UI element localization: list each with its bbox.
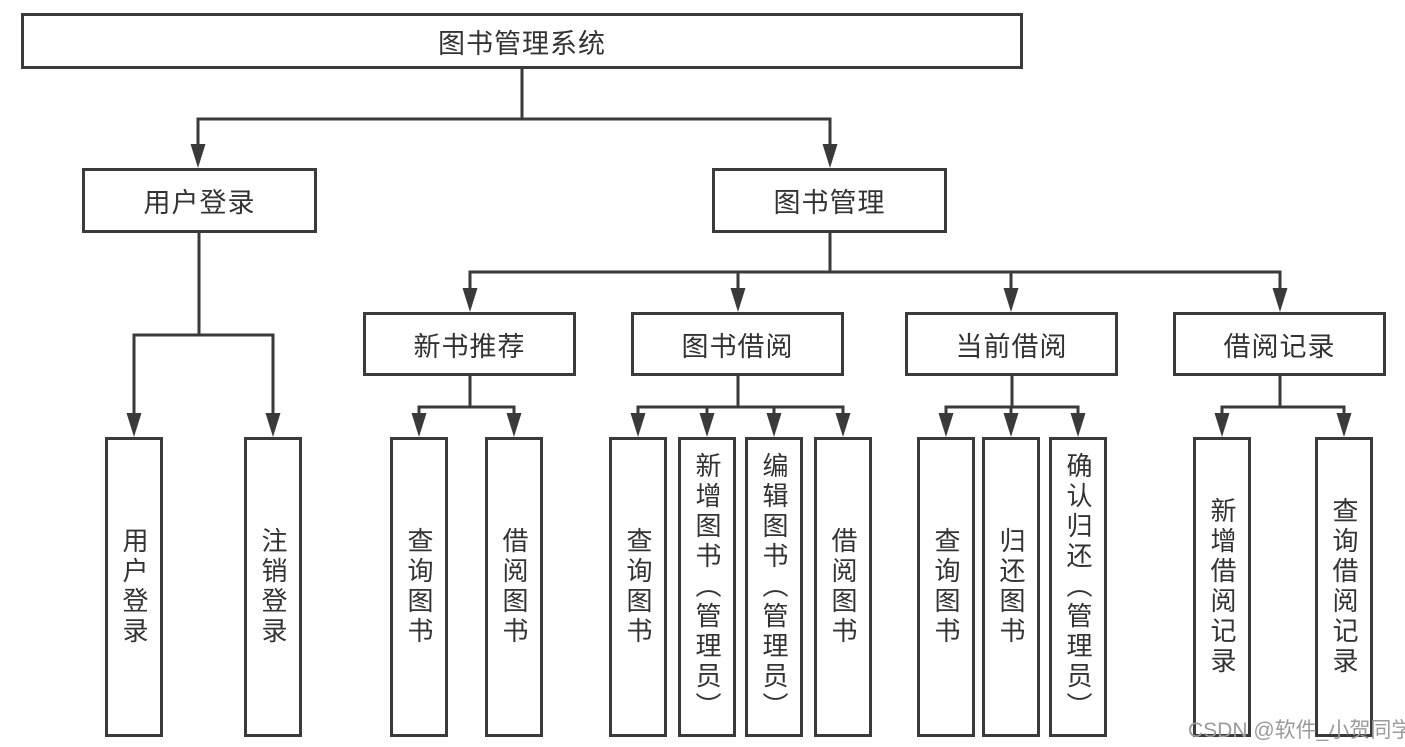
node-label: 新增借阅记录 (1207, 497, 1237, 677)
node-label: 图书借阅 (681, 331, 794, 362)
node-confirm-return-admin: 确认归还（管理员） (1049, 437, 1107, 737)
node-current-borrow: 当前借阅 (905, 312, 1118, 376)
node-label: 图书管理 (773, 188, 886, 218)
node-label: 查询图书 (931, 527, 961, 647)
node-add-book-admin: 新增图书（管理员） (678, 437, 736, 737)
node-label: 新增图书（管理员） (692, 452, 722, 722)
node-borrow-book-under-borrow: 借阅图书 (814, 437, 872, 737)
node-label: 借阅记录 (1223, 331, 1336, 362)
node-label: 借阅图书 (499, 527, 529, 647)
watermark: CSDN @软件_小贺同学 (1188, 719, 1405, 742)
node-label: 用户登录 (119, 527, 149, 647)
node-label: 新书推荐 (413, 331, 526, 362)
node-label: 借阅图书 (828, 527, 858, 647)
node-query-book-under-current: 查询图书 (917, 437, 975, 737)
node-query-book-under-borrow: 查询图书 (609, 437, 667, 737)
node-label: 用户登录 (143, 188, 256, 218)
node-logout: 注销登录 (244, 437, 302, 737)
node-return-book: 归还图书 (982, 437, 1040, 737)
node-label: 当前借阅 (955, 331, 1068, 362)
node-book-management: 图书管理 (712, 168, 947, 233)
node-borrow-book-under-recommend: 借阅图书 (485, 437, 543, 737)
node-edit-book-admin: 编辑图书（管理员） (745, 437, 803, 737)
node-label: 确认归还（管理员） (1063, 452, 1093, 722)
node-user-login: 用户登录 (82, 168, 317, 233)
node-add-borrow-record: 新增借阅记录 (1193, 437, 1251, 737)
node-library-management-system: 图书管理系统 (21, 13, 1023, 69)
node-label: 查询借阅记录 (1329, 497, 1359, 677)
node-label: 编辑图书（管理员） (759, 452, 789, 722)
node-user-login-leaf: 用户登录 (105, 437, 163, 737)
node-label: 查询图书 (623, 527, 653, 647)
node-book-borrow: 图书借阅 (631, 312, 844, 376)
node-query-borrow-record: 查询借阅记录 (1315, 437, 1373, 737)
node-label: 图书管理系统 (438, 28, 606, 59)
node-borrow-record: 借阅记录 (1173, 312, 1386, 376)
node-label: 注销登录 (258, 527, 288, 647)
node-label: 归还图书 (996, 527, 1026, 647)
node-label: 查询图书 (404, 527, 434, 647)
node-new-book-recommend: 新书推荐 (363, 312, 576, 376)
node-query-book-under-recommend: 查询图书 (390, 437, 448, 737)
